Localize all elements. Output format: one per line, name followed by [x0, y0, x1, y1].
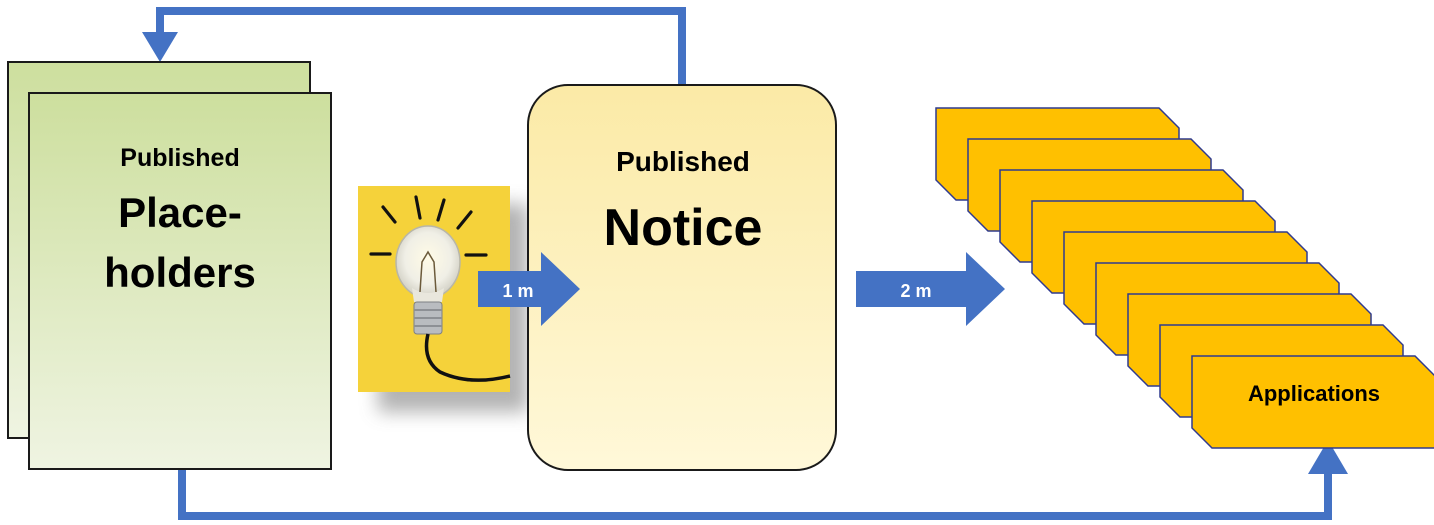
placeholders-line3: holders [104, 249, 256, 296]
application-stack [935, 107, 1434, 449]
bulb-glass [395, 225, 461, 299]
arrow-2m [856, 252, 1005, 326]
bulb-neck [412, 288, 444, 302]
arrow-2m-label: 2 m [900, 281, 931, 301]
placeholders-line1: Published [120, 144, 239, 172]
feedback-arrow-top-head [142, 32, 178, 62]
notice-line2: Notice [604, 199, 763, 257]
placeholders-line2: Place- [118, 189, 242, 236]
bottom-flow-arrow [178, 470, 1332, 520]
bulb-filament [419, 250, 437, 293]
notice-line1: Published [616, 146, 750, 177]
lightbulb-icon [369, 195, 488, 257]
applications-label: Applications [1248, 381, 1380, 406]
notice-box [527, 84, 837, 471]
bottom-flow-arrow-head [1308, 440, 1348, 474]
arrow-1m [478, 252, 580, 326]
arrow-1m-label: 1 m [502, 281, 533, 301]
feedback-arrow-top [156, 7, 686, 85]
bulb-cord [424, 333, 511, 382]
application-card [1191, 355, 1434, 449]
placeholder-page-front [28, 92, 332, 470]
